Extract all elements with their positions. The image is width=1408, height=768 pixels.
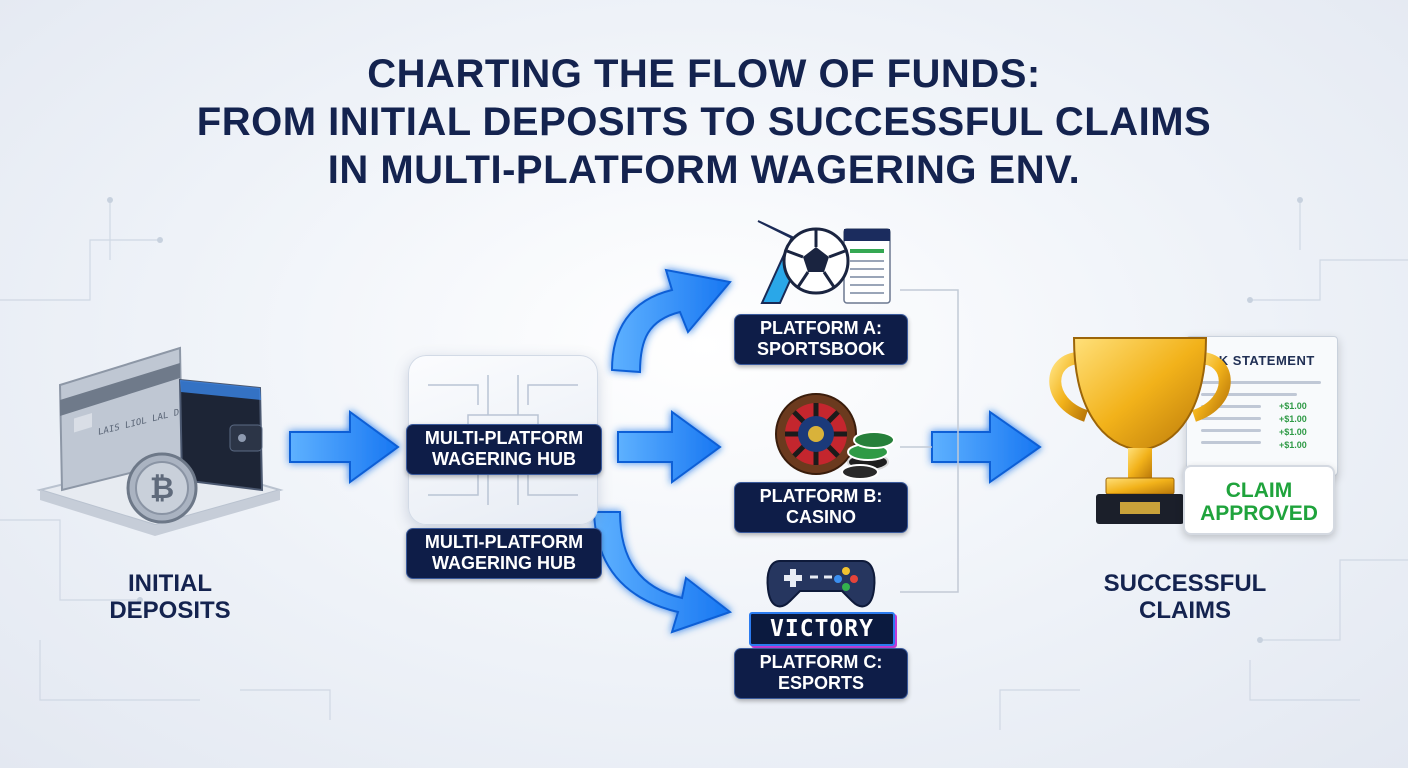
statement-amount: +$1.00 (1279, 414, 1307, 424)
statement-amount: +$1.00 (1279, 427, 1307, 437)
statement-amount: +$1.00 (1279, 440, 1307, 450)
arrow-deposits-to-hub (289, 410, 400, 484)
hub-label-top: MULTI-PLATFORM WAGERING HUB (406, 424, 602, 475)
soccer-ball-icon (782, 227, 850, 295)
claim-approved-badge: CLAIM APPROVED (1183, 465, 1335, 535)
poker-chips-icon (841, 431, 895, 480)
svg-text:₿: ₿ (150, 472, 174, 505)
deposits-illustration: LAIS LIOL LAL DIOL ₿ (36, 346, 284, 536)
platform-b-label: PLATFORM B: CASINO (734, 482, 908, 533)
initial-deposits-label: INITIAL DEPOSITS (109, 570, 231, 624)
arrow-hub-to-platform-b (617, 410, 722, 484)
title-line-3: IN MULTI-PLATFORM WAGERING ENV. (327, 148, 1081, 192)
gamepad-icon (766, 560, 876, 608)
wallet-icon (178, 378, 264, 492)
arrow-hub-to-platform-c (592, 511, 733, 634)
sportsbook-illustration (757, 220, 891, 304)
bitcoin-coin-icon: ₿ (126, 452, 198, 524)
victory-badge: VICTORY (749, 612, 895, 646)
arrow-hub-to-platform-a (610, 268, 732, 374)
platform-c-label: PLATFORM C: ESPORTS (734, 648, 908, 699)
title-line-2: FROM INITIAL DEPOSITS TO SUCCESSFUL CLAI… (196, 100, 1212, 144)
page-title: CHARTING THE FLOW OF FUNDS: FROM INITIAL… (0, 50, 1408, 194)
title-line-1: CHARTING THE FLOW OF FUNDS: (367, 52, 1041, 96)
hub-label-bottom: MULTI-PLATFORM WAGERING HUB (406, 528, 602, 579)
trophy-icon (1049, 337, 1231, 524)
statement-title: BAK STATEMENT (1199, 353, 1315, 368)
casino-illustration (775, 393, 895, 480)
platform-a-label: PLATFORM A: SPORTSBOOK (734, 314, 908, 365)
betslip-icon (843, 228, 891, 304)
arrow-platforms-to-claims (931, 410, 1042, 484)
statement-amount: +$1.00 (1279, 401, 1307, 411)
roulette-wheel-icon (775, 393, 857, 475)
successful-claims-label: SUCCESSFUL CLAIMS (1103, 570, 1267, 624)
